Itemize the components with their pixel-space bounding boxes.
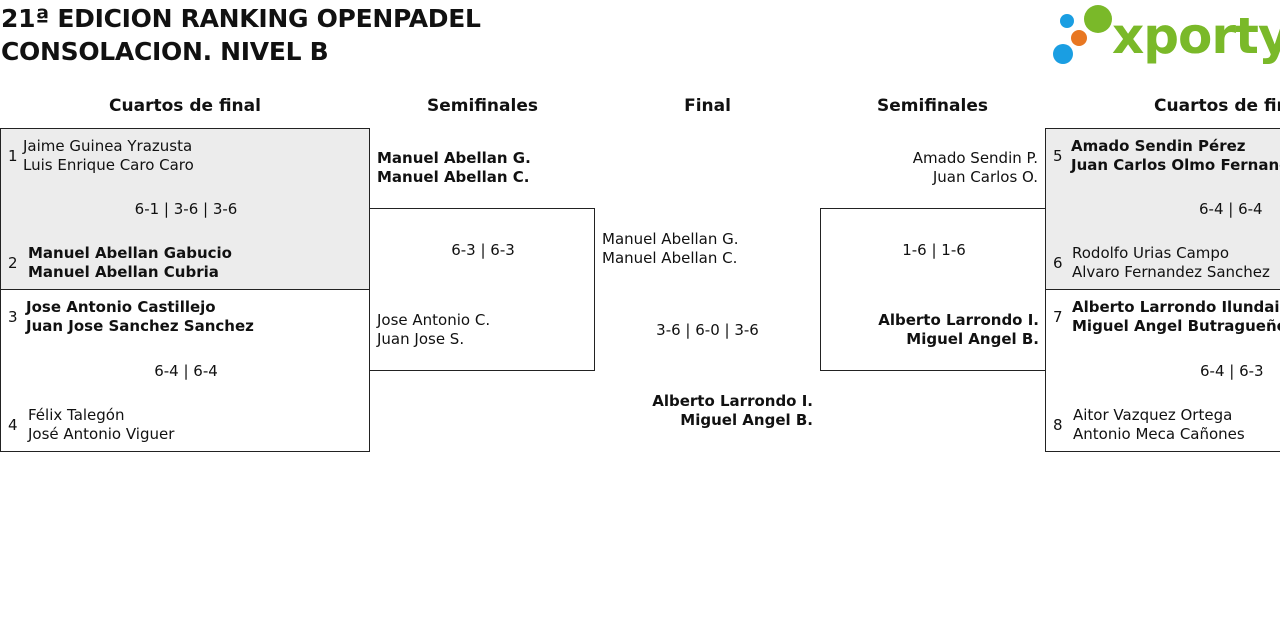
- team-entry: Aitor Vazquez Ortega Antonio Meca Cañone…: [1073, 406, 1245, 444]
- player-name: Alberto Larrondo I.: [878, 311, 1039, 329]
- player-name: Manuel Abellan Gabucio: [28, 244, 232, 262]
- match-score: 1-6 | 1-6: [902, 241, 966, 259]
- team-entry-winner: Alberto Larrondo Ilundain Miguel Angel B…: [1072, 298, 1280, 336]
- player-name: Juan Jose Sanchez Sanchez: [26, 317, 254, 335]
- player-name: Aitor Vazquez Ortega: [1073, 406, 1233, 424]
- player-name: Amado Sendin Pérez: [1071, 137, 1246, 155]
- seed-number: 7: [1053, 308, 1063, 326]
- seed-number: 2: [8, 254, 18, 272]
- seed-number: 6: [1053, 254, 1063, 272]
- player-name: Alberto Larrondo I.: [652, 392, 813, 410]
- round-heading-sf-left: Semifinales: [427, 96, 538, 116]
- qf-right-match-1[interactable]: 5 Amado Sendin Pérez Juan Carlos Olmo Fe…: [1045, 128, 1280, 290]
- player-name: Alberto Larrondo Ilundain: [1072, 298, 1280, 316]
- seed-number: 5: [1053, 147, 1063, 165]
- logo-text: xporty: [1112, 7, 1280, 65]
- qf-left-match-1[interactable]: 1 Jaime Guinea Yrazusta Luis Enrique Car…: [0, 128, 370, 290]
- sf-right-team-bottom-winner: Alberto Larrondo I. Miguel Angel B.: [821, 311, 1039, 349]
- sf-right-team-top: Amado Sendin P. Juan Carlos O.: [825, 149, 1038, 187]
- match-score: 6-4 | 6-4: [154, 362, 218, 380]
- team-entry: Jaime Guinea Yrazusta Luis Enrique Caro …: [23, 137, 194, 175]
- final-team-top: Manuel Abellan G. Manuel Abellan C.: [602, 230, 739, 268]
- player-name: Miguel Angel B.: [680, 411, 813, 429]
- round-heading-final: Final: [684, 96, 731, 116]
- final-score: 3-6 | 6-0 | 3-6: [656, 321, 759, 339]
- player-name: Miguel Angel Butragueño: [1072, 317, 1280, 335]
- player-name: Jose Antonio C.: [377, 311, 491, 329]
- player-name: Manuel Abellan Cubria: [28, 263, 219, 281]
- round-heading-qf-left: Cuartos de final: [109, 96, 261, 116]
- sf-left-team-bottom: Jose Antonio C. Juan Jose S.: [377, 311, 490, 349]
- player-name: Antonio Meca Cañones: [1073, 425, 1245, 443]
- logo-dot-blue-small: [1060, 14, 1074, 28]
- title-line-2: CONSOLACION. NIVEL B: [1, 37, 329, 66]
- player-name: Juan Jose S.: [377, 330, 465, 348]
- match-score: 6-4 | 6-4: [1199, 200, 1263, 218]
- player-name: Amado Sendin P.: [912, 149, 1038, 167]
- logo-dot-green: [1084, 5, 1112, 33]
- xporty-logo: xporty: [1050, 4, 1280, 68]
- logo-dot-blue-large: [1053, 44, 1073, 64]
- player-name: José Antonio Viguer: [28, 425, 175, 443]
- final-team-bottom-winner: Alberto Larrondo I. Miguel Angel B.: [600, 392, 813, 430]
- title-line-1: 21ª EDICION RANKING OPENPADEL: [1, 4, 481, 33]
- player-name: Juan Carlos Olmo Fernandez: [1071, 156, 1280, 174]
- player-name: Manuel Abellan G.: [377, 149, 531, 167]
- logo-dot-orange: [1071, 30, 1087, 46]
- player-name: Juan Carlos O.: [932, 168, 1038, 186]
- match-score: 6-1 | 3-6 | 3-6: [134, 200, 238, 218]
- qf-right-match-2[interactable]: 7 Alberto Larrondo Ilundain Miguel Angel…: [1045, 289, 1280, 452]
- sf-left-match[interactable]: 6-3 | 6-3 Jose Antonio C. Juan Jose S.: [369, 208, 595, 371]
- player-name: Félix Talegón: [28, 406, 125, 424]
- round-heading-sf-right: Semifinales: [877, 96, 988, 116]
- seed-number: 4: [8, 416, 18, 434]
- match-score: 6-4 | 6-3: [1200, 362, 1264, 380]
- player-name: Miguel Angel B.: [906, 330, 1039, 348]
- player-name: Alvaro Fernandez Sanchez: [1072, 263, 1270, 281]
- player-name: Jaime Guinea Yrazusta: [23, 137, 193, 155]
- player-name: Manuel Abellan G.: [602, 230, 739, 248]
- round-heading-qf-right: Cuartos de final: [1154, 96, 1280, 116]
- page-title: 21ª EDICION RANKING OPENPADEL CONSOLACIO…: [1, 2, 481, 68]
- player-name: Jose Antonio Castillejo: [26, 298, 216, 316]
- match-score: 6-3 | 6-3: [451, 241, 515, 259]
- team-entry: Rodolfo Urias Campo Alvaro Fernandez San…: [1072, 244, 1270, 282]
- sf-left-team-top: Manuel Abellan G. Manuel Abellan C.: [377, 149, 531, 187]
- seed-number: 1: [8, 147, 18, 165]
- team-entry-winner: Manuel Abellan Gabucio Manuel Abellan Cu…: [28, 244, 232, 282]
- player-name: Manuel Abellan C.: [602, 249, 738, 267]
- seed-number: 8: [1053, 416, 1063, 434]
- player-name: Manuel Abellan C.: [377, 168, 530, 186]
- team-entry-winner: Amado Sendin Pérez Juan Carlos Olmo Fern…: [1071, 137, 1280, 175]
- qf-left-match-2[interactable]: 3 Jose Antonio Castillejo Juan Jose Sanc…: [0, 289, 370, 452]
- sf-right-match[interactable]: 1-6 | 1-6 Alberto Larrondo I. Miguel Ang…: [820, 208, 1046, 371]
- seed-number: 3: [8, 308, 18, 326]
- player-name: Rodolfo Urias Campo: [1072, 244, 1230, 262]
- team-entry-winner: Jose Antonio Castillejo Juan Jose Sanche…: [26, 298, 254, 336]
- player-name: Luis Enrique Caro Caro: [23, 156, 194, 174]
- team-entry: Félix Talegón José Antonio Viguer: [28, 406, 174, 444]
